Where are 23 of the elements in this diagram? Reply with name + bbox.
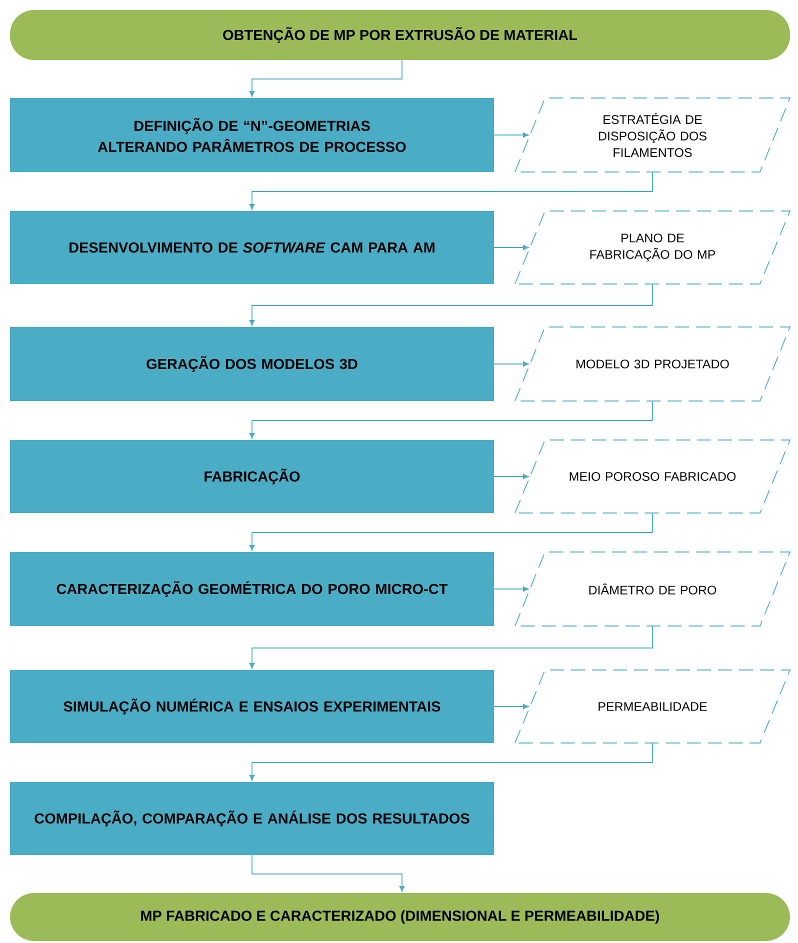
terminal-box: OBTENÇÃO DE MP POR EXTRUSÃO DE MATERIAL	[10, 10, 790, 60]
process-box: DEFINIÇÃO DE “N”-GEOMETRIAS ALTERANDO PARÂMETROS DE PROCESSO	[10, 98, 494, 172]
arrow	[249, 400, 653, 439]
process-box: SIMULAÇÃO NUMÉRICA E ENSAIOS EXPERIMENTAIS	[10, 670, 494, 743]
arrow	[249, 512, 653, 551]
process-box: DESENVOLVIMENTO DE SOFTWARE CAM PARA AM	[10, 211, 494, 284]
arrow	[249, 742, 653, 781]
arrow	[252, 854, 405, 892]
process-box: GERAÇÃO DOS MODELOS 3D	[10, 327, 494, 401]
arrow	[249, 626, 653, 669]
arrow	[249, 284, 653, 326]
arrow	[494, 132, 529, 138]
process-box: FABRICAÇÃO	[10, 440, 494, 513]
arrow	[494, 361, 529, 367]
process-box: CARACTERIZAÇÃO GEOMÉTRICA DO PORO MICRO-CT	[10, 552, 494, 626]
arrow	[249, 172, 653, 210]
process-box: COMPILAÇÃO, COMPARAÇÃO E ANÁLISE DOS RESULTADOS	[10, 782, 494, 855]
arrow	[494, 586, 529, 592]
arrow	[494, 244, 529, 250]
arrow	[494, 704, 529, 710]
arrow	[249, 60, 402, 97]
terminal-box: MP FABRICADO E CARACTERIZADO (DIMENSIONAL E PERMEABILIDADE)	[10, 893, 790, 941]
arrow	[494, 474, 529, 480]
